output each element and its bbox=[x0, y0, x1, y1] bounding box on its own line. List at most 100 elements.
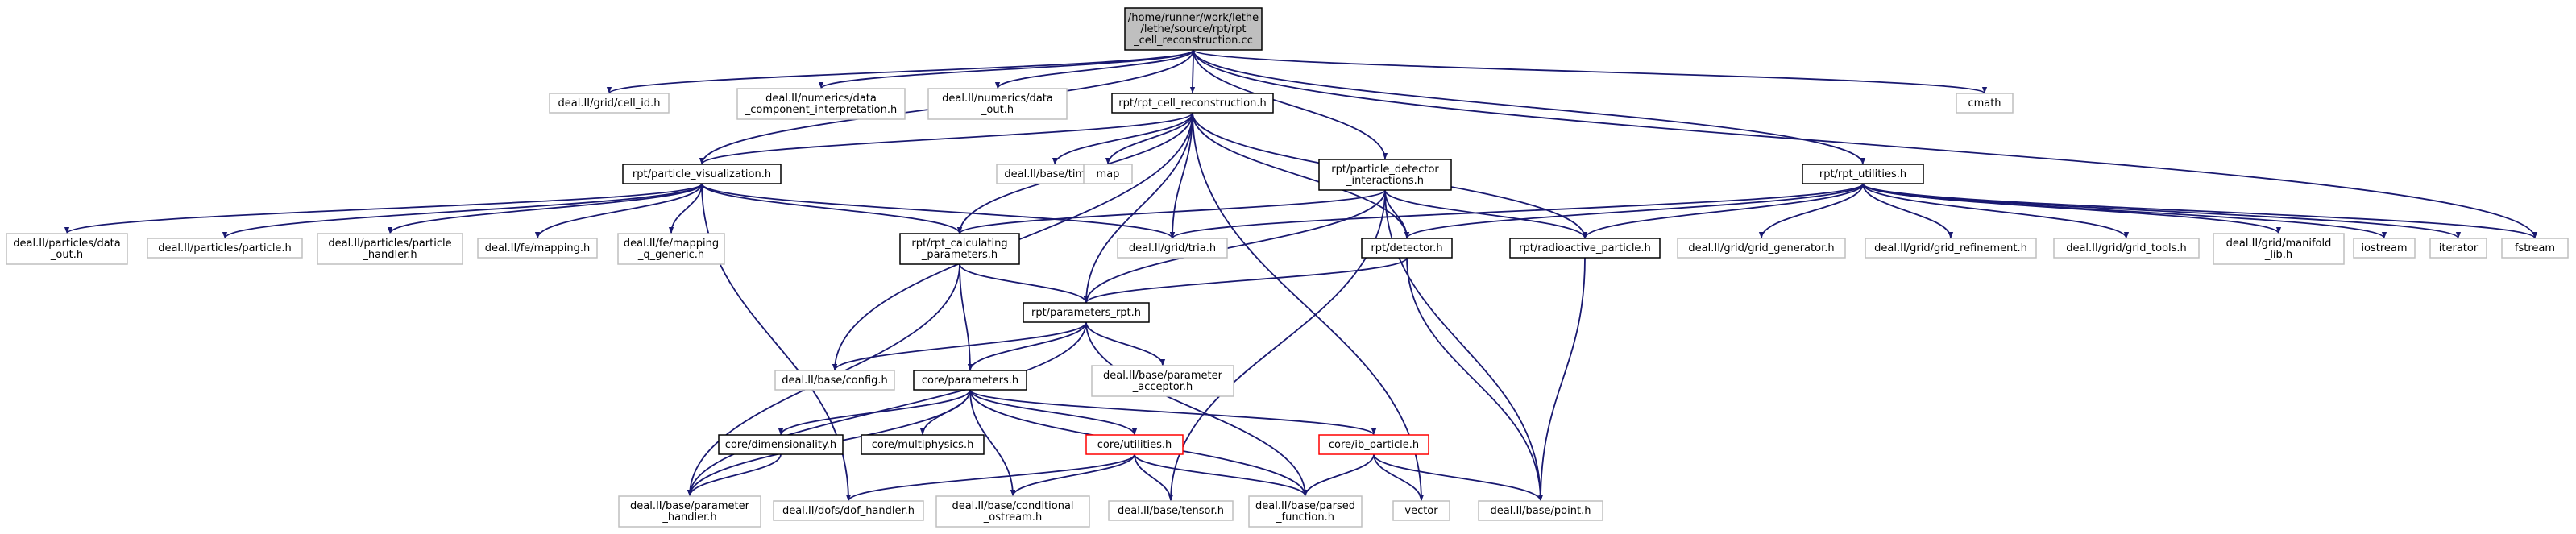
node-iostream[interactable]: iostream bbox=[2353, 238, 2416, 259]
node-label: /home/runner/work/lethe bbox=[1128, 12, 1259, 24]
node-label: core/ib_particle.h bbox=[1329, 439, 1419, 451]
edge-core_ib-to-point bbox=[1373, 453, 1544, 502]
node-label: deal.II/numerics/data bbox=[765, 93, 877, 105]
node-box bbox=[1091, 365, 1234, 397]
node-config[interactable]: deal.II/base/config.h bbox=[774, 370, 895, 391]
node-particles_handler[interactable]: deal.II/particles/particle_handler.h bbox=[317, 233, 463, 265]
edge-params_rpt-to-core_params bbox=[967, 321, 1087, 371]
node-cond_ostream[interactable]: deal.II/base/conditional_ostream.h bbox=[935, 495, 1090, 528]
node-vector[interactable]: vector bbox=[1392, 500, 1450, 521]
node-box bbox=[1318, 159, 1452, 191]
node-label: deal.II/grid/cell_id.h bbox=[558, 97, 661, 110]
edge-root-to-fstream bbox=[1193, 49, 2538, 239]
node-particles_data_out[interactable]: deal.II/particles/data_out.h bbox=[6, 233, 128, 265]
node-box bbox=[773, 500, 924, 521]
node-box bbox=[774, 370, 895, 391]
node-box bbox=[1361, 238, 1453, 259]
edge-rpt_utilities-to-iostream bbox=[1862, 183, 2387, 239]
node-grid_gen[interactable]: deal.II/grid/grid_generator.h bbox=[1677, 238, 1846, 259]
node-box bbox=[1392, 500, 1450, 521]
node-cmath[interactable]: cmath bbox=[1956, 93, 2014, 114]
node-label: map bbox=[1097, 168, 1120, 180]
node-box bbox=[2501, 238, 2569, 259]
node-label: deal.II/base/timer.h bbox=[1004, 168, 1105, 180]
edge-detector-to-point bbox=[1406, 257, 1544, 502]
node-params_rpt[interactable]: rpt/parameters_rpt.h bbox=[1023, 302, 1150, 323]
node-label: deal.II/particles/particle bbox=[328, 238, 451, 250]
node-rpt_calc[interactable]: rpt/rpt_calculating_parameters.h bbox=[899, 233, 1020, 265]
node-label: deal.II/grid/tria.h bbox=[1129, 242, 1216, 255]
node-rpt_cell_rec[interactable]: rpt/rpt_cell_reconstruction.h bbox=[1111, 93, 1274, 114]
node-parsed_func[interactable]: deal.II/base/parsed_function.h bbox=[1248, 495, 1363, 528]
node-rpt_utilities[interactable]: rpt/rpt_utilities.h bbox=[1802, 164, 1924, 184]
node-box bbox=[2353, 238, 2416, 259]
edge-rpt_utilities-to-grid_tools bbox=[1862, 183, 2130, 239]
node-label: deal.II/base/parameter bbox=[630, 500, 750, 512]
node-box bbox=[1023, 302, 1150, 323]
node-box bbox=[1248, 495, 1363, 528]
node-box bbox=[1509, 238, 1661, 259]
node-box bbox=[736, 88, 906, 120]
edge-core_util-to-dof_handler bbox=[845, 453, 1135, 502]
node-data_comp[interactable]: deal.II/numerics/data_component_interpre… bbox=[736, 88, 906, 120]
edge-rpt_cell_rec-to-timer bbox=[1052, 112, 1193, 165]
node-fe_mapping[interactable]: deal.II/fe/mapping.h bbox=[477, 238, 598, 259]
node-core_ib[interactable]: core/ib_particle.h bbox=[1318, 434, 1429, 455]
node-label: deal.II/fe/mapping bbox=[624, 238, 719, 250]
node-fstream[interactable]: fstream bbox=[2501, 238, 2569, 259]
node-box bbox=[477, 238, 598, 259]
node-box bbox=[1085, 434, 1184, 455]
node-data_out[interactable]: deal.II/numerics/data_out.h bbox=[927, 88, 1068, 120]
node-particle_vis[interactable]: rpt/particle_visualization.h bbox=[622, 164, 782, 184]
edge-rpt_cell_rec-to-vector bbox=[1192, 112, 1425, 502]
edge-core_ib-to-parsed_func bbox=[1302, 453, 1375, 497]
node-label: rpt/radioactive_particle.h bbox=[1519, 242, 1651, 255]
node-grid_tools[interactable]: deal.II/grid/grid_tools.h bbox=[2053, 238, 2200, 259]
node-cell_id[interactable]: deal.II/grid/cell_id.h bbox=[549, 93, 670, 114]
node-label: _interactions.h bbox=[1346, 175, 1424, 187]
node-label: deal.II/grid/manifold bbox=[2226, 238, 2332, 250]
edge-core_util-to-cond_ostream bbox=[1010, 453, 1135, 497]
node-iterator[interactable]: iterator bbox=[2429, 238, 2487, 259]
node-label: deal.II/base/parsed bbox=[1255, 500, 1355, 512]
edge-particle_det-to-params_rpt bbox=[1083, 189, 1386, 304]
edge-particle_vis-to-tria bbox=[701, 183, 1175, 239]
node-tria[interactable]: deal.II/grid/tria.h bbox=[1117, 238, 1228, 259]
edge-root-to-cell_id bbox=[607, 49, 1194, 94]
node-radioactive[interactable]: rpt/radioactive_particle.h bbox=[1509, 238, 1661, 259]
node-root[interactable]: /home/runner/work/lethe/lethe/source/rpt… bbox=[1124, 7, 1263, 51]
node-label: deal.II/grid/grid_tools.h bbox=[2066, 242, 2187, 255]
node-core_multi[interactable]: core/multiphysics.h bbox=[861, 434, 985, 455]
node-detector[interactable]: rpt/detector.h bbox=[1361, 238, 1453, 259]
node-box bbox=[2429, 238, 2487, 259]
dependency-edges bbox=[64, 49, 2538, 502]
node-label: deal.II/grid/grid_refinement.h bbox=[1874, 242, 2027, 255]
node-map[interactable]: map bbox=[1083, 164, 1133, 184]
edge-root-to-particle_det bbox=[1193, 49, 1388, 160]
node-box bbox=[1865, 238, 2037, 259]
edge-particle_det-to-detector bbox=[1384, 189, 1410, 239]
node-label: _component_interpretation.h bbox=[745, 104, 897, 116]
node-point[interactable]: deal.II/base/point.h bbox=[1478, 500, 1603, 521]
node-label: deal.II/base/tensor.h bbox=[1118, 505, 1224, 517]
edge-core_params-to-core_dim bbox=[778, 389, 971, 436]
node-param_acceptor[interactable]: deal.II/base/parameter_acceptor.h bbox=[1091, 365, 1234, 397]
node-label: iostream bbox=[2361, 242, 2407, 255]
edge-rpt_utilities-to-radioactive bbox=[1582, 183, 1864, 239]
node-particles_particle[interactable]: deal.II/particles/particle.h bbox=[147, 238, 303, 259]
node-label: iterator bbox=[2439, 242, 2479, 255]
node-grid_manifold[interactable]: deal.II/grid/manifold_lib.h bbox=[2213, 233, 2345, 265]
node-core_dim[interactable]: core/dimensionality.h bbox=[718, 434, 844, 455]
node-grid_ref[interactable]: deal.II/grid/grid_refinement.h bbox=[1865, 238, 2037, 259]
node-particle_det[interactable]: rpt/particle_detector_interactions.h bbox=[1318, 159, 1452, 191]
edge-rpt_utilities-to-grid_ref bbox=[1862, 183, 1954, 239]
node-core_params[interactable]: core/parameters.h bbox=[913, 370, 1027, 391]
edge-rpt_cell_rec-to-detector bbox=[1192, 112, 1410, 239]
node-param_handler[interactable]: deal.II/base/parameter_handler.h bbox=[618, 495, 761, 528]
node-fe_mapping_q[interactable]: deal.II/fe/mapping_q_generic.h bbox=[617, 233, 725, 265]
node-box bbox=[1318, 434, 1429, 455]
node-core_util[interactable]: core/utilities.h bbox=[1085, 434, 1184, 455]
node-tensor[interactable]: deal.II/base/tensor.h bbox=[1108, 500, 1234, 521]
node-box bbox=[1478, 500, 1603, 521]
node-dof_handler[interactable]: deal.II/dofs/dof_handler.h bbox=[773, 500, 924, 521]
